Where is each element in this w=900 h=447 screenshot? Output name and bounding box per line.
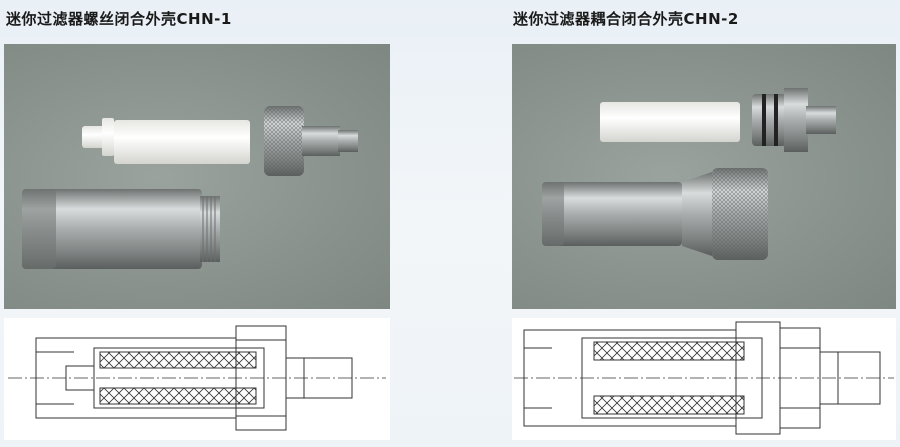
chn1-product-photo <box>4 44 390 309</box>
knurled-nut <box>264 106 358 176</box>
filter-element <box>600 102 740 142</box>
chn2-product-photo <box>512 44 896 309</box>
chn1-title: 迷你过滤器螺丝闭合外壳CHN-1 <box>6 10 232 28</box>
filter-housing-body <box>22 189 220 269</box>
filter-element <box>114 120 250 164</box>
chn2-cross-section-drawing <box>512 318 896 440</box>
filter-housing-body <box>542 168 768 260</box>
coupling-plug <box>752 88 836 152</box>
chn2-title: 迷你过滤器耦合闭合外壳CHN-2 <box>513 10 739 28</box>
filter-end-cap <box>82 118 114 156</box>
chn1-cross-section-drawing <box>4 318 390 440</box>
